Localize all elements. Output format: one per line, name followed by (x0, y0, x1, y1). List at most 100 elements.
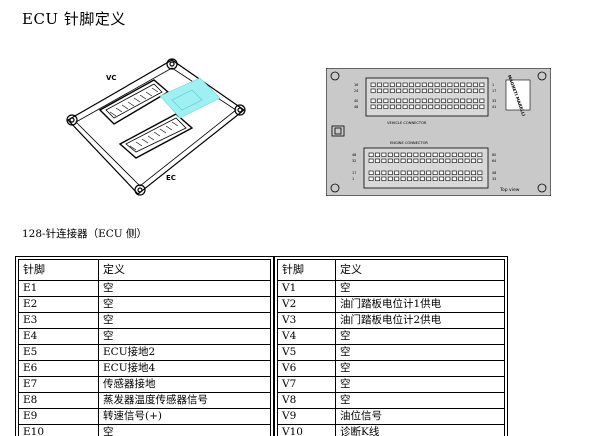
ec-pin-label: 48 (492, 171, 496, 175)
definition-cell: 油门踏板电位计2供电 (335, 312, 505, 329)
ecu-module-illustration: VC EC (66, 58, 246, 196)
pin-socket (473, 98, 478, 103)
pin-socket (434, 104, 440, 109)
mount-hole-top (166, 58, 178, 70)
pin-socket (407, 158, 412, 163)
pin-socket (389, 98, 395, 103)
pin-socket (400, 152, 406, 157)
pin-cell: E4 (18, 328, 99, 345)
pin-socket (377, 88, 382, 93)
pin-socket (451, 176, 457, 181)
pin-socket (375, 158, 380, 163)
pin-socket (466, 104, 472, 109)
pin-socket (396, 98, 402, 103)
pin-socket (471, 176, 476, 181)
definition-cell: 诊断K线 (335, 424, 505, 436)
pin-socket (428, 82, 434, 87)
mount-hole-bottom (134, 184, 146, 196)
pin-cell: E6 (18, 360, 99, 377)
pin-socket (409, 104, 414, 109)
pin-socket (381, 170, 387, 175)
pin-cell: E7 (18, 376, 99, 393)
vc-pin-label: 24 (354, 89, 358, 93)
pin-socket (375, 152, 380, 157)
pin-socket (383, 82, 389, 87)
header-pin: 针脚 (18, 259, 99, 281)
pin-socket (419, 176, 425, 181)
pin-socket (419, 170, 425, 175)
pin-socket (396, 104, 402, 109)
ec-pin-label: 32 (352, 159, 356, 163)
page-title: ECU 针脚定义 (22, 10, 126, 28)
pin-socket (394, 170, 400, 175)
pin-socket (370, 88, 376, 93)
definition-cell: 空 (98, 280, 271, 297)
pin-socket (428, 88, 434, 93)
pin-socket (432, 176, 438, 181)
pin-socket (402, 82, 408, 87)
pin-socket (439, 176, 444, 181)
pin-cell: V5 (277, 344, 336, 361)
pin-socket (471, 158, 476, 163)
pin-socket (396, 82, 402, 87)
pin-socket (394, 152, 400, 157)
pin-socket (458, 152, 464, 157)
pin-socket (426, 152, 432, 157)
pin-cell: V3 (277, 312, 336, 329)
pin-socket (447, 88, 453, 93)
definition-cell: 空 (335, 280, 505, 297)
mount-hole-left (66, 114, 78, 126)
pin-socket (439, 170, 444, 175)
pin-socket (473, 104, 478, 109)
pin-socket (375, 170, 380, 175)
pin-socket (479, 104, 485, 109)
pin-socket (400, 158, 406, 163)
connector-top-view-illustration: VEHICLE CONNECTOR MAGNETI MARELLI ENGINE… (326, 68, 551, 196)
pin-socket (453, 104, 459, 109)
pin-socket (428, 98, 434, 103)
mount-hole-right (234, 104, 246, 116)
alignment-key (331, 125, 345, 137)
pin-socket (477, 158, 483, 163)
pin-socket (415, 88, 421, 93)
pin-socket (370, 98, 376, 103)
engine-connector-label: ENGINE CONNECTOR (390, 141, 428, 145)
pin-socket (426, 176, 432, 181)
pin-socket (464, 176, 470, 181)
definition-cell: 空 (98, 296, 271, 313)
pin-socket (479, 88, 485, 93)
pin-socket (451, 170, 457, 175)
pin-socket (466, 88, 472, 93)
pin-socket (439, 158, 444, 163)
pin-socket (477, 152, 483, 157)
pin-socket (479, 98, 485, 103)
vehicle-connector-pins (370, 82, 485, 109)
vehicle-connector-label: VEHICLE CONNECTOR (387, 121, 427, 125)
pin-socket (413, 152, 419, 157)
pin-socket (464, 170, 470, 175)
vc-pin-label: 16 (354, 83, 358, 87)
definition-cell: 空 (98, 328, 271, 345)
pin-socket (400, 170, 406, 175)
pin-socket (432, 152, 438, 157)
pin-socket (458, 158, 464, 163)
pin-socket (460, 82, 466, 87)
pin-socket (471, 170, 476, 175)
pin-socket (370, 104, 376, 109)
pin-socket (473, 82, 478, 87)
pin-socket (387, 152, 393, 157)
